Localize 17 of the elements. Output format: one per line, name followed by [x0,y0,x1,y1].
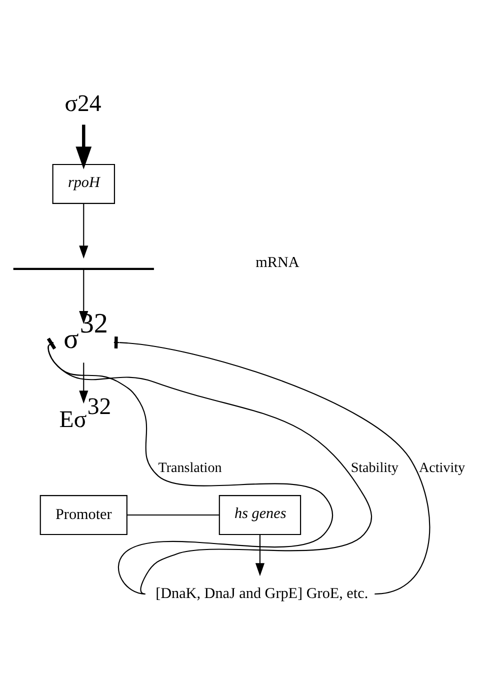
edge-label: Translation [158,460,222,476]
edge-label: Stability [350,460,398,476]
arrow [254,534,264,576]
node-box: hs genes [218,494,301,535]
node-text: [DnaK, DnaJ and GrpE] GroE, etc. [155,585,368,602]
arrow [78,203,88,258]
label: mRNA [255,254,299,270]
node-box: Promoter [39,494,127,535]
arrow [75,124,92,169]
edge-label: Activity [418,460,465,476]
connector [126,514,218,516]
arrow [78,268,88,324]
connector [113,336,430,594]
arrow [78,362,88,404]
node-text: σ24 [64,90,101,117]
node-box: rpoH [52,163,115,204]
node-curve [12,267,154,270]
